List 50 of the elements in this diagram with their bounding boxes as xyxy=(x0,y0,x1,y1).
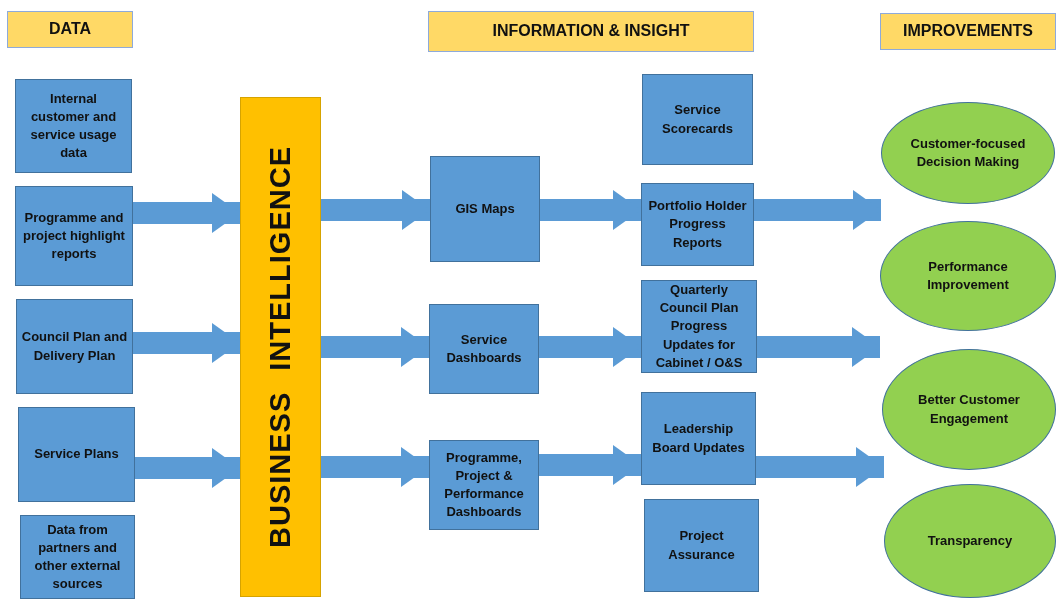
box-label: Project Assurance xyxy=(667,527,736,564)
box-label: BUSINESS INTELLIGENCE xyxy=(263,146,298,548)
box-label: Transparency xyxy=(927,531,1013,550)
box-label: Customer-focused Decision Making xyxy=(909,134,1027,171)
output-box xyxy=(429,440,539,530)
block-arrow xyxy=(133,193,240,233)
block-arrow xyxy=(133,323,240,363)
data-box xyxy=(15,186,133,286)
block-arrow xyxy=(756,447,884,487)
box-label: Programme and project highlight reports xyxy=(22,208,126,264)
box-label: Service Plans xyxy=(34,445,119,464)
report-box xyxy=(644,499,759,592)
box-label: Council Plan and Delivery Plan xyxy=(20,328,129,365)
box-label: INFORMATION & INSIGHT xyxy=(492,21,690,42)
data-box xyxy=(20,515,135,599)
column-header xyxy=(428,11,754,52)
box-label: Programme, Project & Performance Dashboards xyxy=(443,448,525,522)
column-header xyxy=(7,11,133,48)
box-label: Leadership Board Updates xyxy=(651,420,746,457)
box-label: Service Dashboards xyxy=(445,330,523,367)
data-box xyxy=(16,299,133,394)
box-label: Better Customer Engagement xyxy=(917,391,1021,428)
block-arrow xyxy=(135,448,240,488)
block-arrow xyxy=(539,445,641,485)
output-box xyxy=(430,156,540,262)
report-box xyxy=(641,392,756,485)
block-arrow xyxy=(539,327,641,367)
box-label: Internal customer and service usage data xyxy=(29,89,118,163)
block-arrow xyxy=(540,190,641,230)
block-arrow xyxy=(757,327,880,367)
intelligence-bar xyxy=(240,97,321,597)
block-arrow xyxy=(321,447,429,487)
box-label: Service Scorecards xyxy=(661,101,734,138)
column-header xyxy=(880,13,1056,50)
data-box xyxy=(15,79,132,173)
box-label: IMPROVEMENTS xyxy=(903,21,1033,42)
box-label: Performance Improvement xyxy=(926,257,1010,294)
output-box xyxy=(429,304,539,394)
block-arrow xyxy=(754,190,881,230)
box-label: Data from partners and other external sources xyxy=(33,520,122,594)
box-label: Quarterly Council Plan Progress Updates for Cabinet / O&S xyxy=(654,281,744,372)
box-label: GIS Maps xyxy=(455,199,515,218)
box-label: DATA xyxy=(48,19,92,40)
report-box xyxy=(641,183,754,266)
data-box xyxy=(18,407,135,502)
block-arrow xyxy=(321,327,429,367)
report-box xyxy=(641,280,757,373)
block-arrow xyxy=(321,190,430,230)
report-box xyxy=(642,74,753,165)
box-label: Portfolio Holder Progress Reports xyxy=(647,197,748,252)
